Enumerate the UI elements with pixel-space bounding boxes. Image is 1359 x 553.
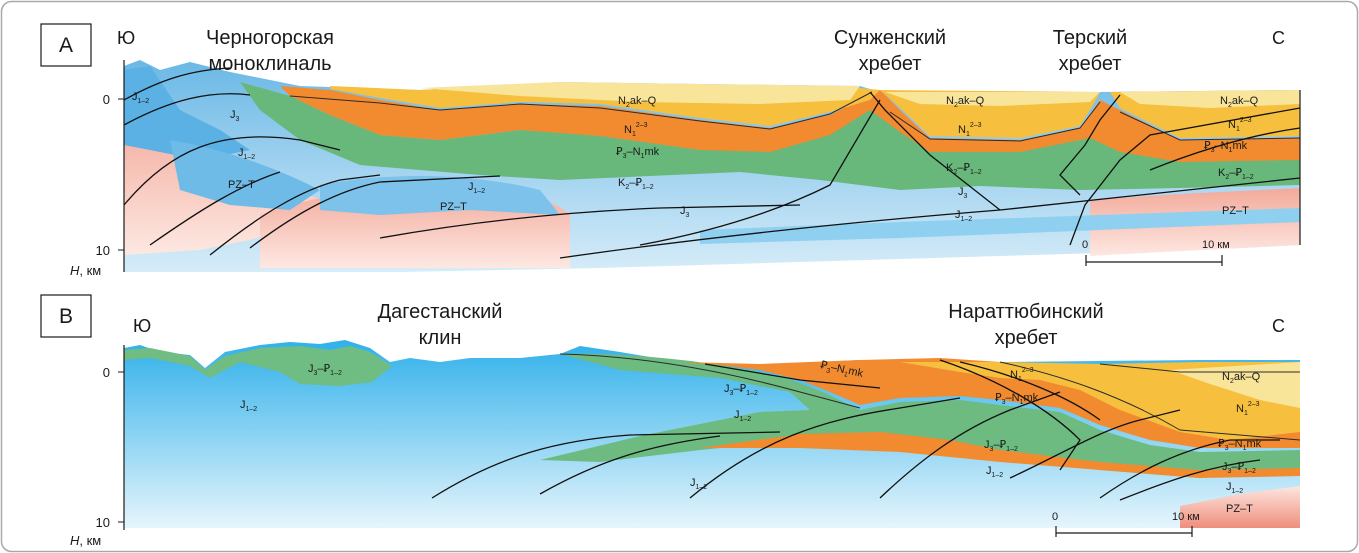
panel-b-p3n1mk-lower (700, 432, 1300, 478)
panel-a-title-mid-2: хребет (859, 53, 922, 75)
panel-b-j3p-hills (124, 346, 392, 386)
svg-text:PZ–T: PZ–T (1226, 503, 1253, 515)
panel-a-fault-8 (559, 177, 1301, 259)
panel-b-n2akq-layer (1170, 362, 1300, 408)
panel-a-fault-13 (1149, 127, 1301, 171)
panel-a-fault-4 (149, 171, 281, 246)
panel-b-letter-box (40, 294, 92, 338)
panel-a-tick-label-0: 0 (103, 92, 110, 107)
panel-b: 0 10 H, км 0 10 км B Ю С Дагестанский кл… (40, 294, 1301, 548)
panel-b-fault-9 (1099, 439, 1280, 499)
panel-a-n2akq-layer-2 (885, 92, 1100, 106)
panel-b-fault-1 (431, 431, 781, 499)
panel-a-axis-label: H, км (70, 263, 101, 278)
panel-b-title-left-2: клин (419, 327, 462, 349)
panel-b-fault-8 (1009, 409, 1181, 479)
svg-text:Ꝑ3–N1mk: Ꝑ3–N1mk (1204, 140, 1248, 154)
panel-a-scale-start: 0 (1082, 239, 1088, 251)
svg-text:N2ak–Q: N2ak–Q (1220, 95, 1259, 109)
panel-a-title-right-2: хребет (1059, 53, 1122, 75)
panel-a-j12-band-4 (700, 208, 1300, 244)
panel-b-bed-3 (1099, 363, 1300, 373)
panel-a-n2akq-layer (420, 82, 860, 104)
panel-a-fault-10 (869, 91, 1001, 211)
panel-b-title-left-1: Дагестанский (378, 301, 503, 323)
svg-text:J3: J3 (958, 186, 968, 200)
panel-a-north-label: С (1272, 28, 1285, 48)
panel-b-fault-2 (539, 435, 721, 495)
svg-text:Ꝑ3–N1mk: Ꝑ3–N1mk (1218, 438, 1262, 452)
panel-b-scale-bar: 0 10 км (1052, 511, 1200, 537)
panel-a-letter-box (40, 23, 92, 67)
panel-a-title-left-1: Черногорская (206, 27, 334, 49)
panel-a-fault-1 (123, 67, 231, 101)
svg-text:PZ–T: PZ–T (228, 179, 255, 191)
panel-b-title-right-1: Нараттюбинский (948, 301, 1103, 323)
panel-b-fault-10 (1119, 459, 1261, 501)
panel-b-fault-5 (704, 363, 881, 389)
panel-a-title-right-1: Терский (1053, 27, 1127, 49)
svg-text:N2ak–Q: N2ak–Q (946, 95, 985, 109)
panel-b-tick-label-10: 10 (96, 515, 110, 530)
panel-a-bed-3 (1119, 111, 1301, 141)
panel-a-fault-2 (123, 93, 251, 126)
panel-b-fault-6 (939, 359, 1081, 471)
panel-b-pzt-layer (1180, 486, 1300, 528)
panel-a-fault-5 (209, 174, 381, 256)
panel-b-north-label: С (1272, 316, 1285, 336)
panel-a-fault-6 (249, 175, 501, 249)
panel-b-fault-3 (689, 397, 961, 499)
panel-a-scale-bar: 0 10 км (1082, 239, 1230, 266)
panel-b-scale-start: 0 (1052, 511, 1058, 523)
panel-b-fault-7 (959, 361, 1101, 421)
panel-a-j12-band-1 (124, 66, 250, 160)
panel-a-j12-band-2 (170, 140, 320, 210)
panel-a-bed-2 (889, 101, 1101, 142)
panel-a-fault-7 (379, 204, 801, 239)
panel-a-letter: A (59, 34, 73, 57)
svg-text:PZ–T: PZ–T (440, 201, 467, 213)
panel-a-fault-11 (1069, 107, 1301, 246)
panel-a-fault-9 (639, 99, 881, 246)
panel-a-south-label: Ю (117, 28, 135, 48)
panel-a-scale-end: 10 км (1202, 239, 1230, 251)
panel-b-letter: B (59, 305, 73, 328)
panel-b-bed-2 (999, 361, 1301, 441)
panel-b-title-right-2: хребет (995, 327, 1058, 349)
svg-text:J3: J3 (230, 109, 240, 123)
panel-a-n2akq-layer-3 (1120, 90, 1300, 108)
panel-a-title-left-2: моноклиналь (208, 53, 331, 75)
panel-b-bed-1 (559, 353, 861, 409)
panel-b-n1-layer (900, 362, 1300, 440)
svg-text:N2ak–Q: N2ak–Q (1222, 371, 1261, 385)
svg-text:Ꝑ3–N1mk: Ꝑ3–N1mk (995, 392, 1039, 406)
panel-a-fault-12 (1059, 94, 1121, 196)
panel-b-fault-4 (879, 391, 1061, 499)
panel-b-scale-end: 10 км (1172, 511, 1200, 523)
panel-a-j12-band-3 (320, 175, 560, 215)
panel-a-fault-3 (123, 136, 341, 206)
svg-text:PZ–T: PZ–T (1222, 205, 1249, 217)
panel-a-bed-1 (289, 91, 873, 130)
svg-text:Ꝑ3–N1mk: Ꝑ3–N1mk (616, 146, 660, 160)
panel-a-title-mid-1: Сунженский (834, 27, 946, 49)
panel-a-k2p-layer (240, 82, 1300, 190)
svg-text:N2ak–Q: N2ak–Q (618, 95, 657, 109)
svg-text:J3: J3 (680, 205, 690, 219)
panel-b-axis-label: H, км (70, 533, 101, 548)
panel-b-south-label: Ю (133, 316, 151, 336)
panel-a: 0 10 H, км 0 10 км A Ю С Черногорская мо… (40, 23, 1301, 278)
panel-a-tick-label-10: 10 (96, 243, 110, 258)
panel-b-tick-label-0: 0 (103, 365, 110, 380)
